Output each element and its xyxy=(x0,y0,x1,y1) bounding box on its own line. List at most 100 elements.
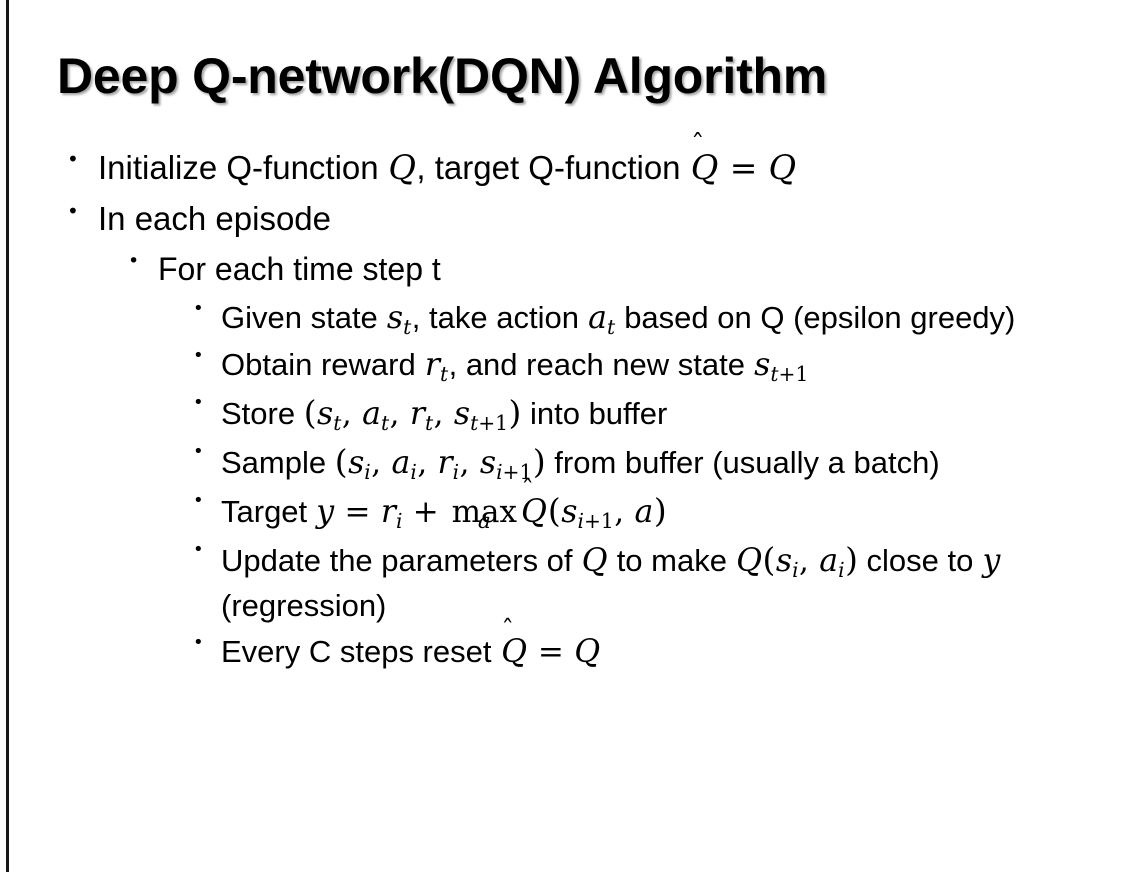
math-comma: , xyxy=(459,445,480,482)
bullet-store-transition-text: Store (st, at, rt, st+1) into buffer xyxy=(221,390,1094,437)
math-sub-i: i xyxy=(792,557,799,582)
math-var-s: si xyxy=(348,445,371,485)
math-paren-close: ) xyxy=(532,442,546,482)
math-plus: + xyxy=(402,494,449,530)
bullet-in-each-episode: • In each episode xyxy=(0,198,1124,241)
math-paren-open: ( xyxy=(762,539,776,579)
math-max-label: max xyxy=(451,494,517,530)
math-var-qhat: Q̂ xyxy=(520,494,547,530)
text-run: (regression) xyxy=(221,587,387,623)
math-var-q: Q xyxy=(768,148,797,187)
math-var-r: ri xyxy=(380,494,403,534)
bullet-update-parameters-text: Update the parameters of Q to make Q(si,… xyxy=(221,537,1094,628)
text-run: , and reach new state xyxy=(448,347,754,383)
bullet-sample-batch: • Sample (si, ai, ri, si+1) from buffer … xyxy=(0,439,1124,486)
math-sub-t: t xyxy=(333,411,342,436)
bullet-given-state: • Given state st, take action at based o… xyxy=(0,296,1124,341)
text-run: , target Q-function xyxy=(416,149,690,186)
text-run: Store xyxy=(221,396,304,432)
math-var-q: Q xyxy=(388,148,416,187)
math-sub-t: t xyxy=(424,411,434,436)
text-run: Given state xyxy=(221,300,387,336)
text-run: Initialize Q-function xyxy=(98,149,388,186)
math-equals: = xyxy=(528,633,574,670)
bullet-initialize: • Initialize Q-function Q, target Q-func… xyxy=(0,146,1124,190)
math-sub-i: i xyxy=(364,460,371,485)
math-sub-t: t xyxy=(381,411,390,436)
math-sub-iplus1: i+1 xyxy=(496,460,533,485)
math-paren-open: ( xyxy=(334,442,348,482)
math-sub-iplus1: i+1 xyxy=(577,509,614,534)
math-sub-tplus1: t+1 xyxy=(770,362,809,387)
math-var-y: y xyxy=(316,494,335,530)
text-run: based on Q (epsilon greedy) xyxy=(615,300,1016,336)
math-var-a: at xyxy=(588,300,616,340)
slide-body-list: • Initialize Q-function Q, target Q-func… xyxy=(0,146,1124,677)
math-func-q: Q xyxy=(736,542,762,579)
bullet-dot: • xyxy=(193,345,204,367)
bullet-dot: • xyxy=(193,298,204,320)
bullet-given-state-text: Given state st, take action at based on … xyxy=(221,296,1094,341)
text-run: close to xyxy=(857,542,982,578)
math-sub-t: t xyxy=(606,315,616,340)
math-var-a: a xyxy=(634,494,654,530)
math-equals: = xyxy=(334,494,381,530)
math-var-r: ri xyxy=(437,445,460,485)
math-var-s: si+1 xyxy=(479,445,533,485)
math-var-r: rt xyxy=(409,396,434,436)
bullet-reset-target-network-text: Every C steps reset Q̂ = Q xyxy=(221,630,1094,675)
math-comma: , xyxy=(371,445,391,482)
math-paren-close: ) xyxy=(845,539,858,579)
bullet-for-each-time-step-text: For each time step t xyxy=(158,250,441,287)
math-var-r: rt xyxy=(424,347,449,387)
bullet-dot: • xyxy=(193,392,204,414)
bullet-dot: • xyxy=(193,441,204,463)
math-var-s: st+1 xyxy=(453,396,509,436)
bullet-dot: • xyxy=(67,147,79,171)
math-comma: , xyxy=(799,542,819,579)
math-sub-i: i xyxy=(395,509,403,534)
math-sub-i: i xyxy=(838,557,845,582)
math-sub-i: i xyxy=(410,460,417,485)
bullet-for-each-time-step: • For each time step t xyxy=(0,249,1124,291)
math-paren-open: ( xyxy=(303,393,317,433)
bullet-initialize-text: Initialize Q-function Q, target Q-functi… xyxy=(98,146,1084,190)
math-var-q: Q xyxy=(574,633,601,670)
math-var-s: st xyxy=(317,396,342,436)
math-var-a: at xyxy=(362,396,390,436)
text-run: to make xyxy=(608,542,736,578)
text-run: Every C steps reset xyxy=(221,633,501,669)
text-run: into buffer xyxy=(521,396,668,432)
math-comma: , xyxy=(614,494,634,530)
math-var-q: Q xyxy=(581,542,608,579)
math-max-limit: a xyxy=(477,508,491,534)
bullet-update-parameters: • Update the parameters of Q to make Q(s… xyxy=(0,537,1124,628)
bullet-reset-target-network: • Every C steps reset Q̂ = Q xyxy=(0,630,1124,675)
math-var-y: y xyxy=(982,542,1001,579)
math-comma: , xyxy=(417,445,438,482)
math-var-s: st+1 xyxy=(754,347,809,387)
math-var-qhat: Q̂ xyxy=(501,633,528,670)
slide-title: Deep Q-network(DQN) Algorithm xyxy=(57,48,828,104)
bullet-dot: • xyxy=(67,198,79,223)
text-run: Sample xyxy=(221,445,335,481)
bullet-in-each-episode-text: In each episode xyxy=(98,199,332,237)
bullet-obtain-reward: • Obtain reward rt, and reach new state … xyxy=(0,343,1124,388)
math-var-s: si xyxy=(775,542,799,582)
text-run: from buffer (usually a batch) xyxy=(545,445,940,481)
math-var-a: ai xyxy=(819,542,845,582)
math-paren-close: ) xyxy=(653,491,667,530)
bullet-dot: • xyxy=(193,538,204,560)
text-run: Obtain reward xyxy=(221,347,425,383)
slide-left-accent-rule xyxy=(6,0,9,872)
math-paren-close: ) xyxy=(508,393,522,433)
math-sub-t: t xyxy=(403,315,412,340)
bullet-obtain-reward-text: Obtain reward rt, and reach new state st… xyxy=(221,343,1094,388)
math-comma: , xyxy=(389,396,410,433)
text-run: Target xyxy=(221,494,316,529)
math-sub-tplus1: t+1 xyxy=(470,411,509,436)
